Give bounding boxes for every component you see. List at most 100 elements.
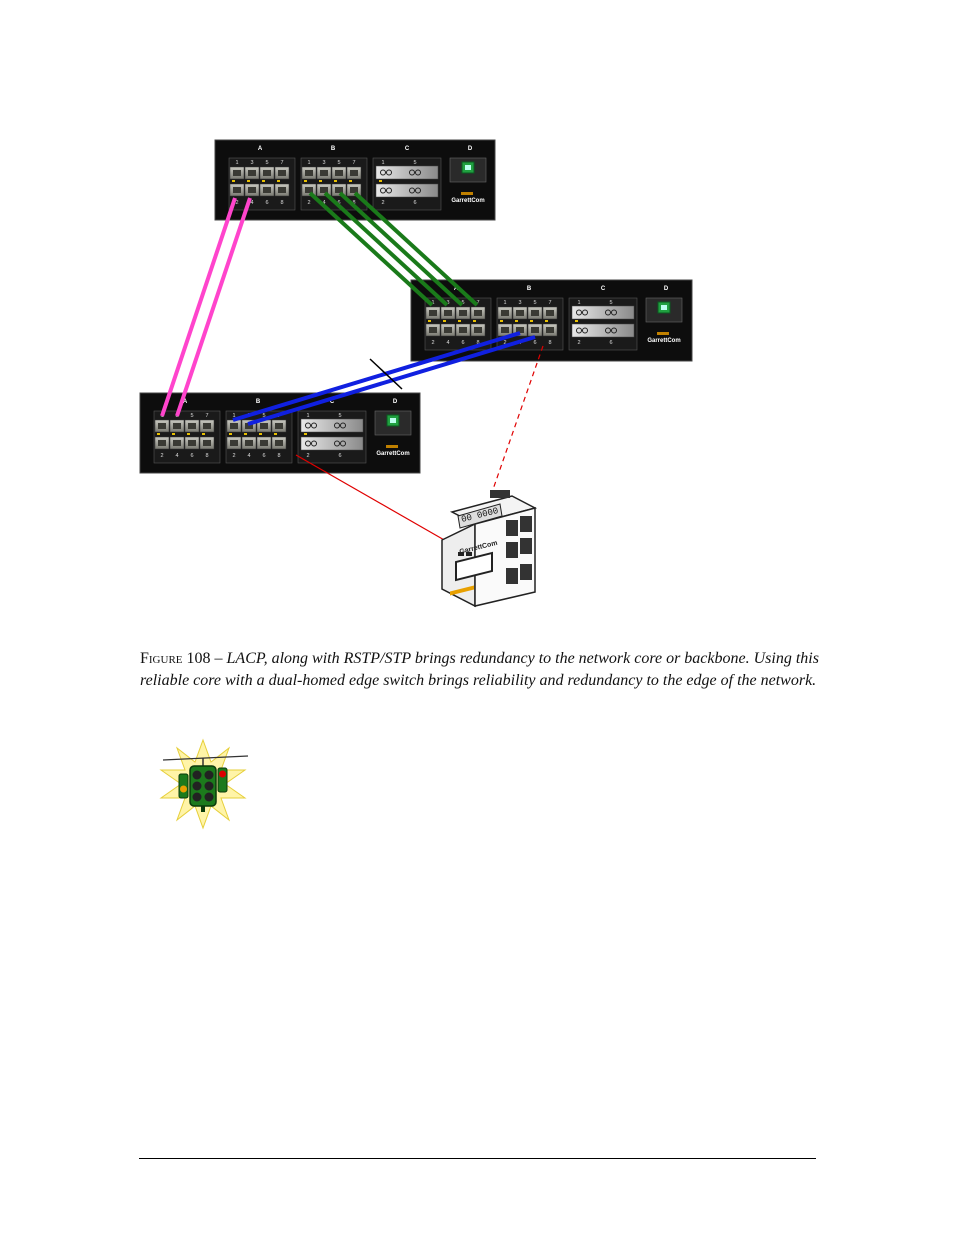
fiber-port: [571, 323, 635, 338]
fiber-port: [571, 305, 635, 320]
port-number: 7: [352, 160, 355, 166]
ethernet-port: [256, 436, 272, 450]
port-number: 5: [190, 413, 193, 419]
ethernet-port: [497, 306, 513, 320]
port-number: 8: [476, 340, 479, 346]
ethernet-port: [169, 436, 185, 450]
port-number: 5: [533, 300, 536, 306]
port-number: 6: [609, 340, 612, 346]
port-number: 6: [461, 340, 464, 346]
port-number: 2: [577, 340, 580, 346]
lacp-link: [338, 191, 464, 307]
switch-brand: GarrettCom: [376, 451, 409, 457]
slot-label: A: [258, 146, 263, 152]
slot-label: B: [527, 286, 532, 292]
ethernet-port: [425, 306, 441, 320]
port-number: 6: [190, 453, 193, 459]
ethernet-port: [301, 166, 317, 180]
ethernet-port: [425, 323, 441, 337]
caption-text: LACP, along with RSTP/STP brings redunda…: [140, 650, 819, 689]
ethernet-port: [271, 419, 287, 433]
ethernet-port: [470, 306, 486, 320]
ethernet-port: [542, 323, 558, 337]
port-number: 7: [280, 160, 283, 166]
ethernet-port: [226, 436, 242, 450]
port-number: 1: [503, 300, 506, 306]
ethernet-port: [259, 166, 275, 180]
port-number: 2: [307, 200, 310, 206]
port-number: 5: [338, 413, 341, 419]
slot-label: C: [601, 286, 606, 292]
slot-label: B: [331, 146, 336, 152]
port-number: 1: [232, 413, 235, 419]
port-number: 5: [413, 160, 416, 166]
ethernet-port: [271, 436, 287, 450]
ethernet-port: [229, 166, 245, 180]
ethernet-port: [274, 183, 290, 197]
port-number: 6: [262, 453, 265, 459]
port-number: 8: [205, 453, 208, 459]
port-number: 6: [413, 200, 416, 206]
lacp-link: [247, 335, 536, 426]
slot-label: C: [330, 399, 335, 405]
ethernet-port: [512, 306, 528, 320]
ethernet-port: [331, 166, 347, 180]
slot-label: D: [393, 399, 398, 405]
ethernet-port: [346, 166, 362, 180]
ethernet-port: [440, 323, 456, 337]
switch-brand: GarrettCom: [647, 338, 680, 344]
ethernet-port: [184, 419, 200, 433]
lacp-link: [175, 197, 252, 417]
edge-link-solid: [295, 454, 447, 542]
slot-label: C: [405, 146, 410, 152]
ethernet-port: [316, 166, 332, 180]
slot-label: B: [256, 399, 261, 405]
ethernet-port: [169, 419, 185, 433]
edge-switch: 00 0000 GarrettCom: [441, 490, 538, 608]
port-number: 4: [250, 200, 253, 206]
port-number: 3: [322, 160, 325, 166]
lacp-links-blue: [232, 331, 536, 426]
ethernet-port: [154, 419, 170, 433]
figure-caption: Figure 108 – LACP, along with RSTP/STP b…: [140, 648, 820, 692]
port-number: 2: [306, 453, 309, 459]
port-number: 5: [265, 160, 268, 166]
port-number: 6: [265, 200, 268, 206]
port-number: 6: [337, 200, 340, 206]
lacp-link: [232, 331, 521, 422]
lacp-link: [308, 191, 434, 307]
port-number: 1: [381, 160, 384, 166]
ethernet-port: [226, 419, 242, 433]
port-number: 5: [262, 413, 265, 419]
slot-label: A: [454, 286, 459, 292]
ethernet-port: [154, 436, 170, 450]
fiber-port: [375, 183, 439, 198]
slot-label: A: [183, 399, 188, 405]
port-number: 5: [609, 300, 612, 306]
port-number: 1: [577, 300, 580, 306]
fiber-port: [300, 436, 364, 451]
ethernet-port: [455, 323, 471, 337]
port-number: 2: [160, 453, 163, 459]
port-number: 7: [476, 300, 479, 306]
port-number: 5: [461, 300, 464, 306]
port-number: 7: [205, 413, 208, 419]
slot-label: D: [468, 146, 473, 152]
port-number: 2: [232, 453, 235, 459]
port-number: 7: [548, 300, 551, 306]
fiber-port: [300, 418, 364, 433]
slot-label: D: [664, 286, 669, 292]
switch-brand: GarrettCom: [451, 198, 484, 204]
caption-dash: –: [210, 650, 227, 667]
port-number: 8: [548, 340, 551, 346]
port-number: 8: [352, 200, 355, 206]
port-number: 3: [446, 300, 449, 306]
lacp-link: [353, 191, 479, 307]
figure-number: 108: [186, 650, 211, 667]
port-number: 4: [175, 453, 178, 459]
lacp-links-green: [308, 191, 479, 307]
port-number: 6: [338, 453, 341, 459]
